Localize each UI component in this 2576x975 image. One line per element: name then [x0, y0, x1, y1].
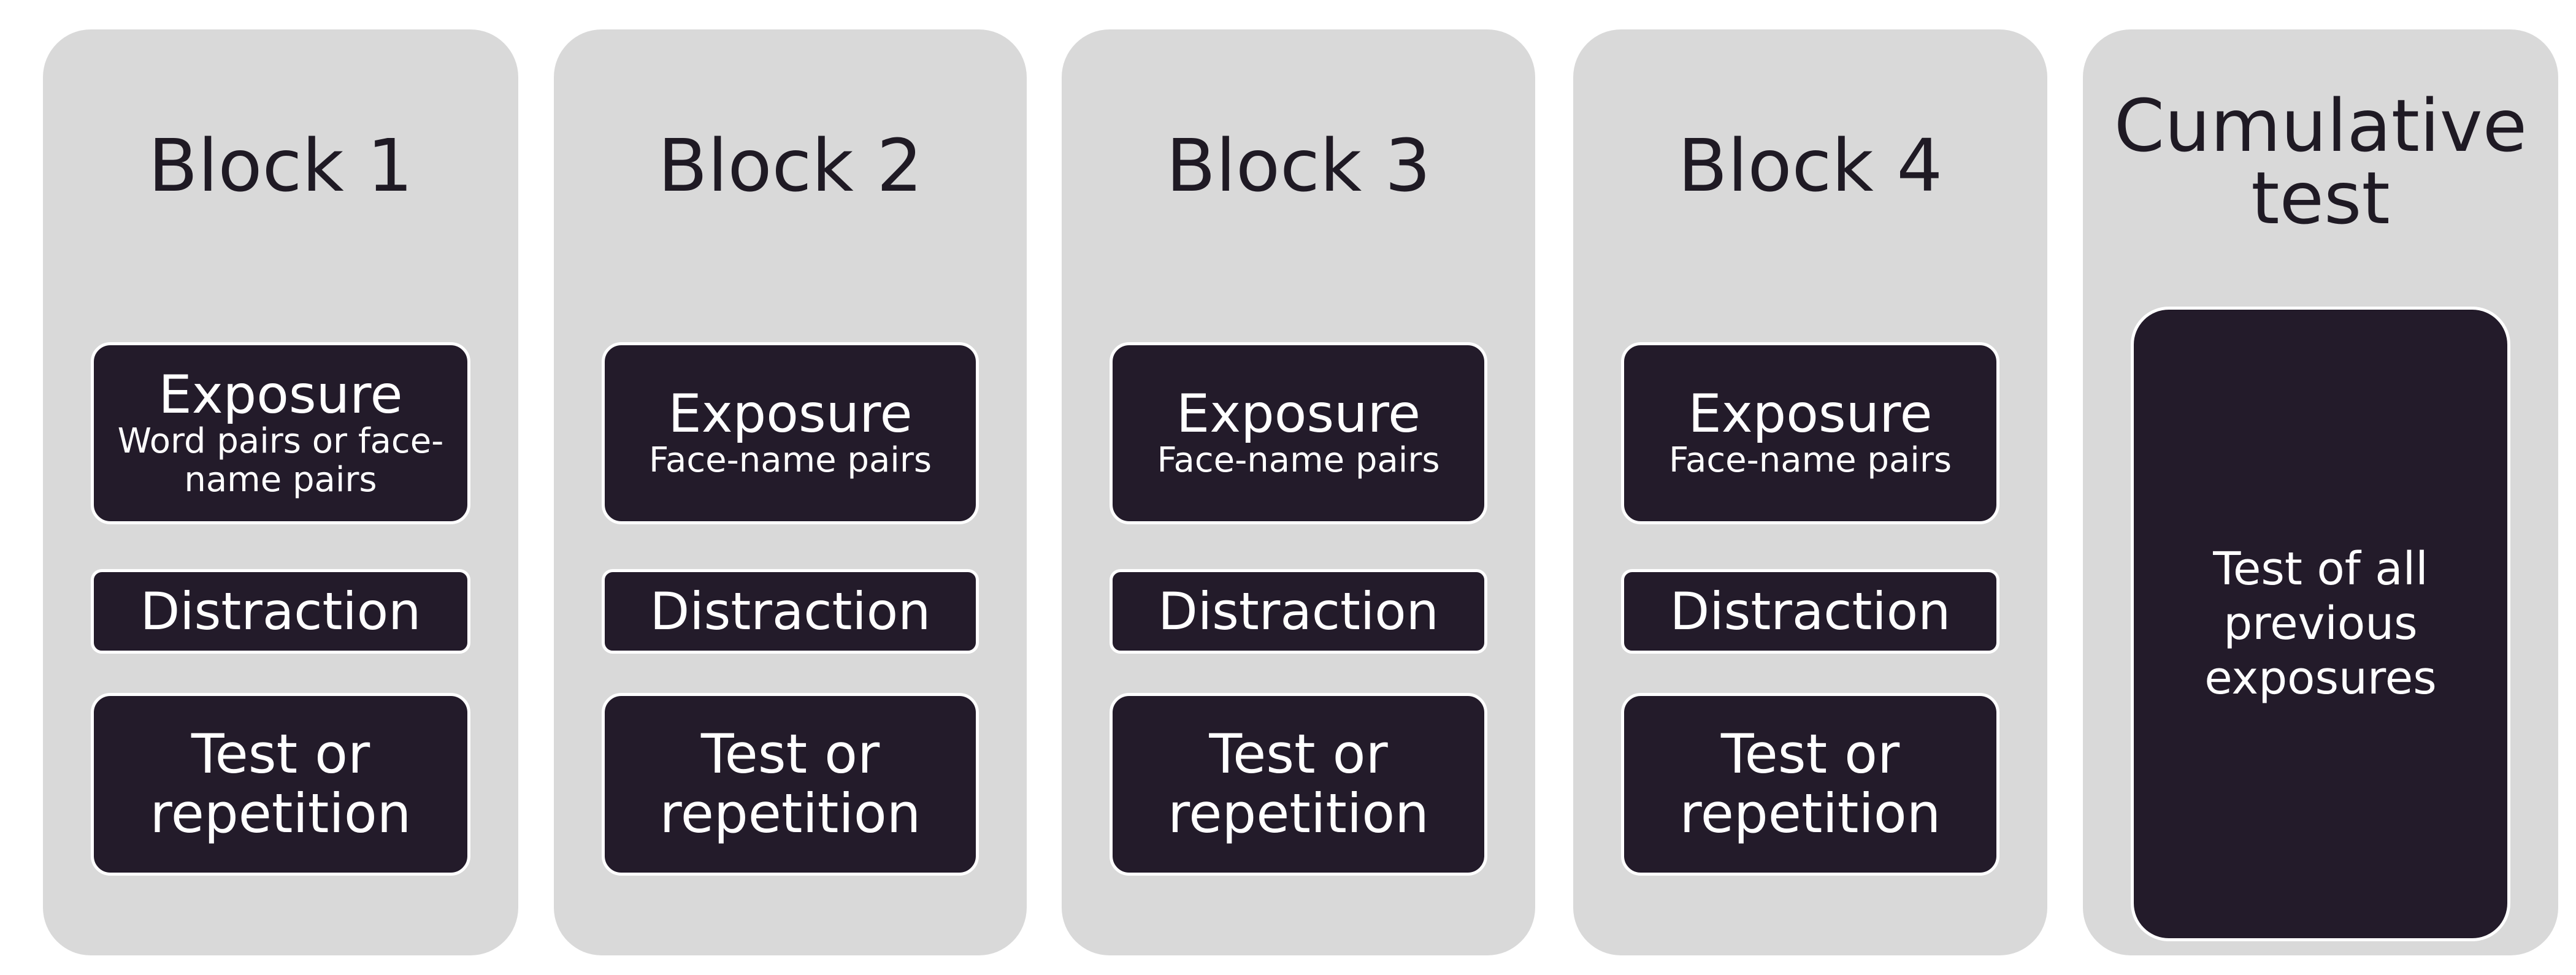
block-4-exposure-title: Exposure — [1688, 383, 1933, 445]
block-3-panel: Block 3 Exposure Face-name pairs Distrac… — [1062, 29, 1535, 955]
block-1-title: Block 1 — [148, 123, 413, 208]
block-4-title: Block 4 — [1677, 123, 1943, 208]
block-4-test-box: Test or repetition — [1621, 693, 1999, 876]
block-2-distraction-box: Distraction — [602, 569, 979, 654]
block-1-exposure-box: Exposure Word pairs or face-name pairs — [91, 342, 470, 524]
block-3-exposure-title: Exposure — [1176, 383, 1421, 445]
cumulative-test-title: Cumulative test — [2114, 83, 2528, 240]
block-1-test-box: Test or repetition — [91, 693, 470, 876]
block-2-distraction-label: Distraction — [650, 581, 931, 641]
block-1-exposure-title: Exposure — [158, 364, 403, 426]
block-4-exposure-subtitle: Face-name pairs — [1668, 440, 1952, 481]
block-2-title: Block 2 — [657, 123, 923, 208]
block-2-panel: Block 2 Exposure Face-name pairs Distrac… — [554, 29, 1027, 955]
block-3-test-label: Test or repetition — [1168, 722, 1429, 845]
block-2-test-box: Test or repetition — [602, 693, 979, 876]
cumulative-test-label: Test of all previous exposures — [2204, 543, 2437, 705]
block-4-distraction-box: Distraction — [1621, 569, 1999, 654]
block-4-exposure-box: Exposure Face-name pairs — [1621, 342, 1999, 524]
block-3-distraction-box: Distraction — [1110, 569, 1487, 654]
block-2-exposure-title: Exposure — [668, 383, 913, 445]
cumulative-test-panel: Cumulative test Test of all previous exp… — [2083, 29, 2558, 955]
block-3-distraction-label: Distraction — [1158, 581, 1439, 641]
block-1-panel: Block 1 Exposure Word pairs or face-name… — [43, 29, 518, 955]
block-4-panel: Block 4 Exposure Face-name pairs Distrac… — [1573, 29, 2047, 955]
block-2-exposure-box: Exposure Face-name pairs — [602, 342, 979, 524]
block-3-exposure-subtitle: Face-name pairs — [1157, 440, 1440, 481]
block-1-distraction-label: Distraction — [140, 581, 421, 641]
block-2-test-label: Test or repetition — [659, 722, 921, 845]
block-2-exposure-subtitle: Face-name pairs — [648, 440, 932, 481]
block-4-test-label: Test or repetition — [1679, 722, 1941, 845]
block-3-test-box: Test or repetition — [1110, 693, 1487, 876]
block-1-test-label: Test or repetition — [150, 722, 412, 845]
cumulative-test-box: Test of all previous exposures — [2131, 307, 2510, 941]
block-4-distraction-label: Distraction — [1669, 581, 1951, 641]
block-1-exposure-subtitle: Word pairs or face-name pairs — [117, 421, 444, 500]
block-1-distraction-box: Distraction — [91, 569, 470, 654]
block-3-exposure-box: Exposure Face-name pairs — [1110, 342, 1487, 524]
block-3-title: Block 3 — [1166, 123, 1431, 208]
